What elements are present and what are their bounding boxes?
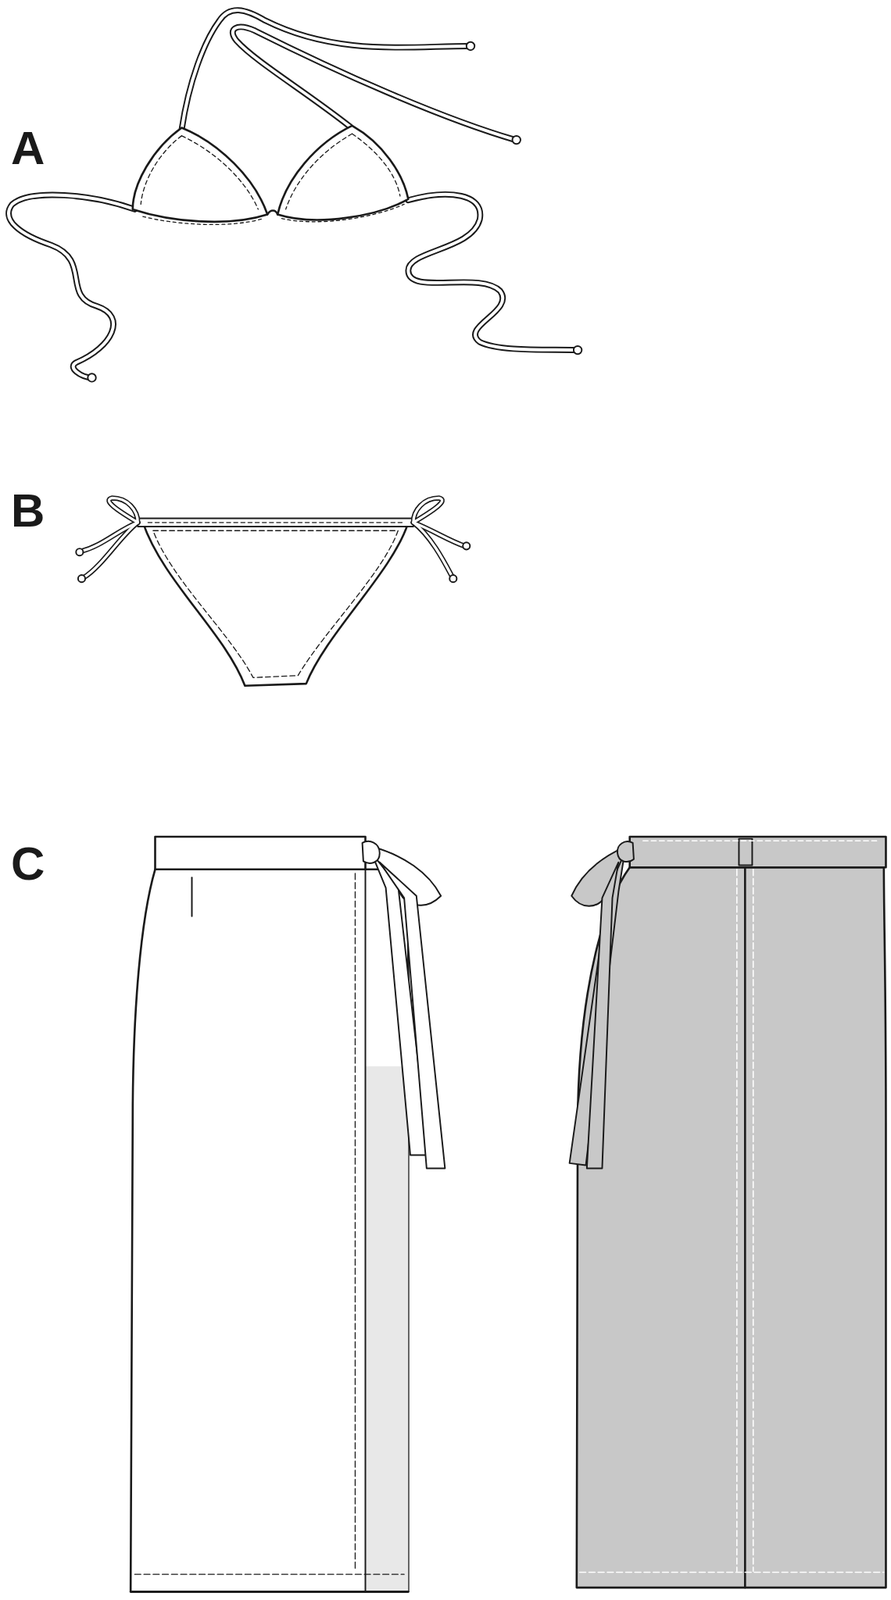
- part-letter: B: [10, 487, 45, 535]
- bikini-top: [8, 10, 582, 383]
- part-letter: A: [10, 125, 45, 172]
- skirt-front: [130, 837, 445, 1593]
- part-letter: C: [10, 840, 45, 888]
- skirt-back: [569, 837, 887, 1589]
- bikini-bottom: [75, 497, 470, 686]
